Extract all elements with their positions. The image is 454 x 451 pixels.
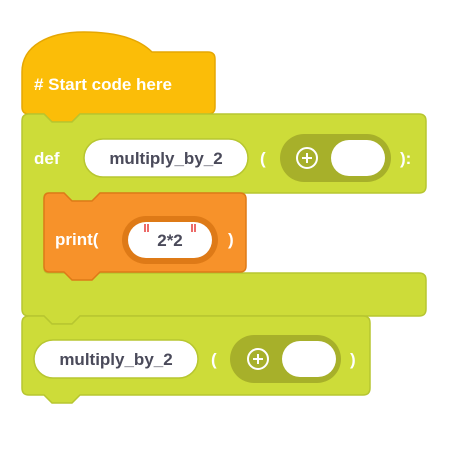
parameter-slot[interactable] (280, 134, 391, 182)
argument-slot[interactable] (230, 335, 341, 383)
parameter-input[interactable] (331, 140, 385, 176)
def-keyword: def (34, 149, 60, 168)
function-name-field[interactable]: multiply_by_2 (83, 138, 249, 178)
string-value-text: 2*2 (157, 231, 183, 250)
print-close-paren: ) (228, 230, 234, 249)
plus-circle-icon[interactable] (296, 147, 318, 169)
call-function-name-field[interactable]: multiply_by_2 (33, 339, 199, 379)
function-call-block[interactable]: multiply_by_2 ( ) (21, 315, 371, 404)
hat-block-comment-label: # Start code here (34, 75, 172, 94)
function-name-text: multiply_by_2 (109, 149, 222, 168)
call-open-paren: ( (211, 350, 217, 369)
string-input[interactable] (128, 222, 212, 258)
def-open-paren: ( (260, 149, 266, 168)
plus-circle-icon[interactable] (247, 348, 269, 370)
print-block[interactable]: print( 2*2 ) (43, 192, 247, 281)
hat-block-start-code[interactable]: # Start code here (21, 31, 216, 123)
def-close-paren: ): (400, 149, 411, 168)
call-close-paren: ) (350, 350, 356, 369)
call-function-name-text: multiply_by_2 (59, 350, 172, 369)
string-literal-slot[interactable]: 2*2 (122, 216, 218, 264)
argument-input[interactable] (282, 341, 336, 377)
def-block[interactable]: def multiply_by_2 ( ): (21, 113, 427, 325)
print-keyword: print( (55, 230, 99, 249)
